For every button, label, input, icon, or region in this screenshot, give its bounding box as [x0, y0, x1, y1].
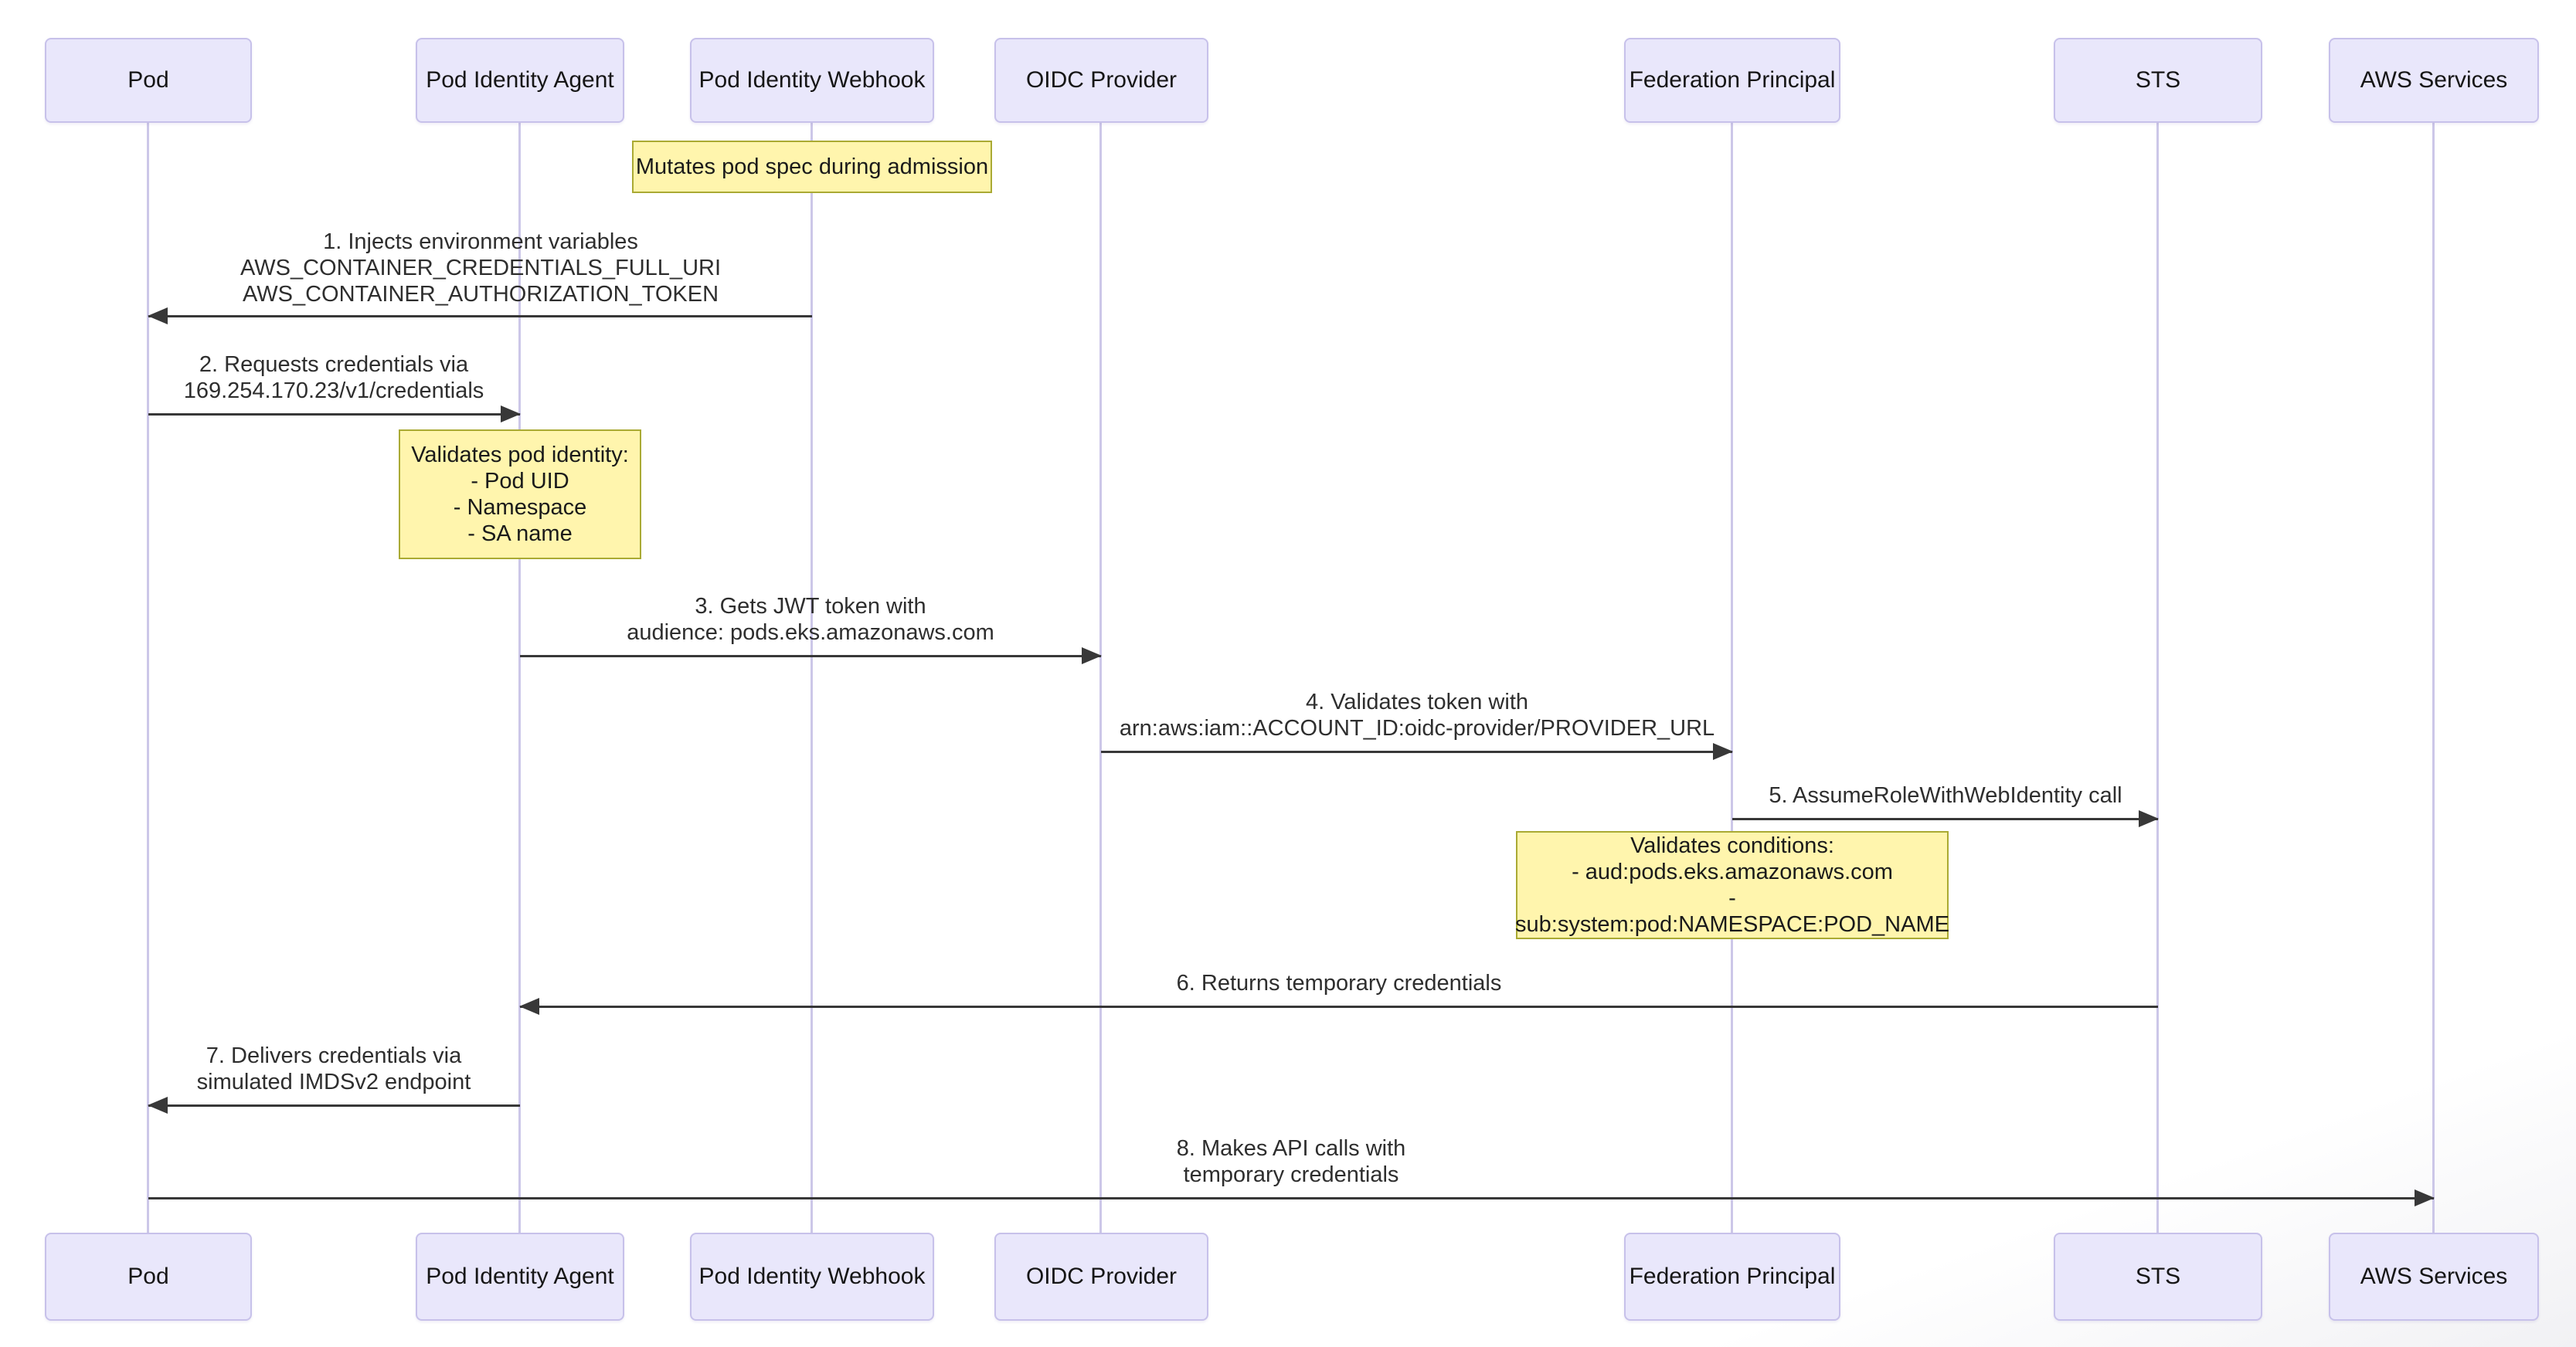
message-4-arrow	[1101, 743, 1733, 760]
message-4-label: 4. Validates token with arn:aws:iam::ACC…	[1119, 690, 1715, 741]
message-1-arrow	[148, 307, 812, 324]
message-2-label: 2. Requests credentials via 169.254.170.…	[183, 352, 484, 403]
lifeline-aws-services	[2432, 123, 2435, 1233]
actor-oidc-provider-bottom: OIDC Provider	[994, 1233, 1208, 1321]
actor-pod-bottom: Pod	[45, 1233, 252, 1321]
arrowhead-left-icon	[519, 998, 539, 1015]
note-validates-pod-identity: Validates pod identity: - Pod UID - Name…	[399, 429, 641, 559]
note-mutates-pod-spec: Mutates pod spec during admission	[632, 141, 992, 193]
actor-aws-services-bottom: AWS Services	[2329, 1233, 2539, 1321]
actor-pod-identity-webhook-bottom: Pod Identity Webhook	[690, 1233, 934, 1321]
lifeline-pod-identity-webhook	[811, 123, 813, 1233]
note-validates-conditions: Validates conditions: - aud:pods.eks.ama…	[1515, 831, 1949, 939]
message-8-label: 8. Makes API calls with temporary creden…	[1176, 1136, 1406, 1187]
message-7-label: 7. Delivers credentials via simulated IM…	[196, 1043, 471, 1094]
lifeline-pod	[147, 123, 149, 1233]
lifeline-pod-identity-agent	[518, 123, 521, 1233]
message-5-label: 5. AssumeRoleWithWebIdentity call	[1769, 783, 2122, 808]
actor-sts-bottom: STS	[2054, 1233, 2262, 1321]
actor-pod-identity-agent-top: Pod Identity Agent	[416, 38, 624, 123]
lifeline-federation-principal	[1731, 123, 1733, 1233]
arrowhead-right-icon	[2415, 1189, 2435, 1206]
arrowhead-right-icon	[1082, 647, 1102, 664]
message-3-label: 3. Gets JWT token with audience: pods.ek…	[627, 594, 994, 645]
actor-pod-identity-agent-bottom: Pod Identity Agent	[416, 1233, 624, 1321]
lifeline-sts	[2156, 123, 2159, 1233]
message-1-label: 1. Injects environment variables AWS_CON…	[240, 229, 722, 307]
arrowhead-right-icon	[1713, 743, 1733, 760]
message-8-arrow	[148, 1189, 2435, 1206]
actor-pod-identity-webhook-top: Pod Identity Webhook	[690, 38, 934, 123]
arrowhead-left-icon	[148, 307, 168, 324]
message-6-label: 6. Returns temporary credentials	[1176, 971, 1502, 996]
message-3-arrow	[520, 647, 1102, 664]
message-6-arrow	[519, 998, 2158, 1015]
arrowhead-right-icon	[501, 405, 521, 422]
lifeline-oidc-provider	[1099, 123, 1102, 1233]
message-5-arrow	[1732, 810, 2159, 827]
message-7-arrow	[148, 1097, 520, 1114]
actor-federation-principal-top: Federation Principal	[1624, 38, 1840, 123]
actor-pod-top: Pod	[45, 38, 252, 123]
actor-federation-principal-bottom: Federation Principal	[1624, 1233, 1840, 1321]
arrowhead-left-icon	[148, 1097, 168, 1114]
actor-aws-services-top: AWS Services	[2329, 38, 2539, 123]
arrowhead-right-icon	[2139, 810, 2159, 827]
actor-oidc-provider-top: OIDC Provider	[994, 38, 1208, 123]
message-2-arrow	[148, 405, 521, 422]
actor-sts-top: STS	[2054, 38, 2262, 123]
